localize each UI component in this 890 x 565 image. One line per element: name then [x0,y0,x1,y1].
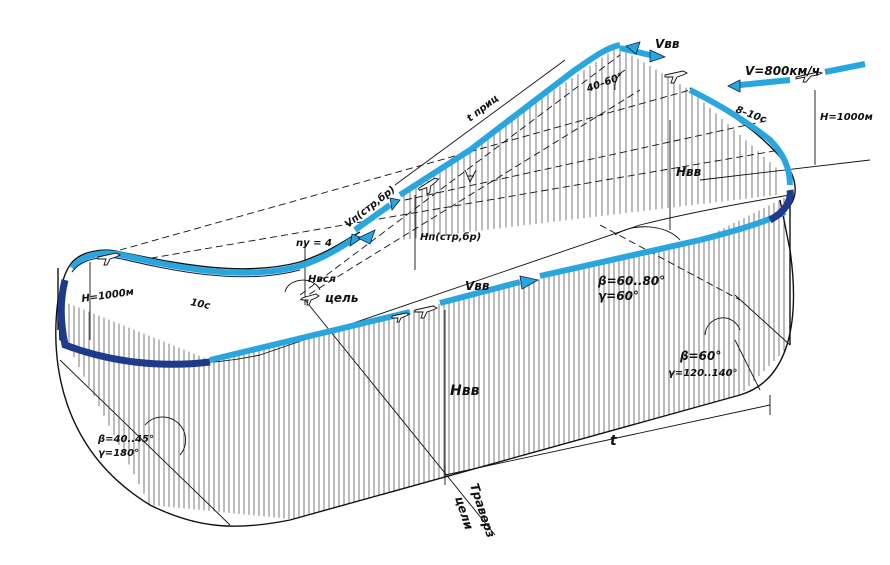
diag-right-1 [735,295,790,345]
label-h-left: H=1000м [81,287,135,305]
label-traverse-1: Траверз [467,482,498,540]
arrow-left-loop [350,234,362,246]
marker-slope [465,170,476,182]
ribbon-lower-1 [210,312,410,360]
ribbon-right-dark [770,190,790,220]
ribbon-entry [740,80,790,85]
ribbon-attack-slope [400,45,620,195]
label-gamma-180: γ=180° [98,448,139,459]
arrow-entry [728,80,740,92]
label-beta-60: β=60° [679,349,721,363]
label-t: t [610,433,618,449]
arc-beta-60 [705,318,740,335]
label-vbb-mid: Vвв [465,279,490,293]
label-beta-60-80: β=60..80° [597,274,665,288]
label-10s: 10с [189,297,211,312]
label-hn: Hп(стр,бр) [420,231,481,243]
label-v-entry: V=800км/ч [745,64,820,78]
ribbon-left-dark [61,280,210,364]
dash-line-1 [120,90,690,250]
label-h-vsl: Hвсл [308,274,337,285]
ribbon-entry-2 [825,64,865,72]
curtain-hatching [64,48,784,519]
label-gamma-60: γ=60° [598,289,639,303]
arrow-slope [390,198,400,210]
label-hbb-right: Hвв [676,165,702,179]
label-ny: nу = 4 [296,238,332,249]
lower-flight-contour [60,195,790,363]
arrow-top [650,50,665,62]
arrow-vn [358,230,375,244]
label-beta-40-45: β=40..45° [97,434,154,445]
label-target: цель [325,291,358,305]
label-gamma-120-140: γ=120..140° [668,368,738,379]
label-h-entry: H=1000м [820,112,873,123]
ribbon-lower-3 [540,240,700,276]
label-hbb-mid: Hвв [450,383,480,399]
label-vbb-top: Vвв [655,37,680,51]
label-angle-40-60: 40–60° [584,72,624,96]
t-prits-dim [395,60,565,185]
label-t-prits: t приц [465,93,501,124]
